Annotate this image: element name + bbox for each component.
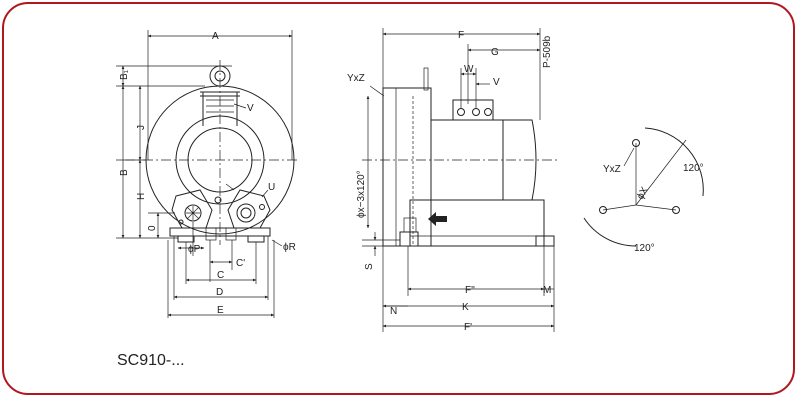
outlet-flange-outer <box>236 203 256 223</box>
flange-hole-left <box>599 206 607 214</box>
dim-H-label: H <box>136 193 147 200</box>
flange-yxz-label: YxZ <box>603 164 621 175</box>
base-plate <box>169 227 271 237</box>
side-view: F G W V P-509b YxZ ϕx−3x120° S F'' M K <box>347 28 560 333</box>
side-housing <box>382 87 432 247</box>
dim-S-label: S <box>364 263 375 270</box>
center-tab-right <box>225 227 237 241</box>
flange-yxz-leader <box>623 147 635 167</box>
flange-arc-upper <box>644 127 704 197</box>
leader-small <box>225 183 235 191</box>
foot-left <box>177 235 195 243</box>
outer-frame <box>2 2 795 395</box>
left-bolt <box>178 219 184 225</box>
dim-D-label: D <box>216 287 223 298</box>
flange-phi-line <box>635 139 687 206</box>
dim-R-label: ϕR <box>283 242 296 253</box>
dim-F1-label: F' <box>464 322 472 333</box>
dim-O-label: 0 <box>147 225 158 231</box>
reference-code: P-509b <box>542 35 553 68</box>
center-tab-left <box>205 227 217 241</box>
flange-hole-top <box>632 139 640 147</box>
dim-M-label: M <box>543 285 551 296</box>
inlet-port-left <box>171 189 213 229</box>
dim-F-label: F <box>458 30 464 41</box>
dim-V-label: V <box>247 103 254 114</box>
dim-A-label: A <box>212 31 219 42</box>
flange-view: YxZ 120° 120° ϕX <box>583 127 704 254</box>
dim-U-label: U <box>268 182 275 193</box>
outlet-flange-inner <box>240 207 252 219</box>
dim-C2-label: C' <box>236 258 245 269</box>
leader-U <box>261 189 269 198</box>
dim-W-label: W <box>464 64 474 75</box>
motor-end-cap <box>503 119 537 201</box>
leader-R <box>271 239 283 247</box>
dim-B-label: B <box>119 169 130 176</box>
dim-J-label: J <box>136 125 147 130</box>
dim-K-label: K <box>462 302 469 313</box>
dim-C-label: C <box>217 270 224 281</box>
inlet-star <box>186 206 200 220</box>
leader-yxz-side <box>369 85 385 97</box>
flange-spoke-2 <box>602 204 637 211</box>
motor-base <box>409 199 545 247</box>
dim-N-label: N <box>390 306 397 317</box>
dim-G-label: G <box>491 47 499 58</box>
foot-right <box>247 235 265 243</box>
inlet-flange <box>184 204 202 222</box>
dim-phi-label: ϕx−3x120° <box>356 170 367 218</box>
dim-E-label: E <box>217 305 224 316</box>
foot-left-block <box>403 217 417 233</box>
flange-phi-label: ϕX <box>635 185 651 201</box>
foot-left-side <box>399 231 419 247</box>
foot-right-side <box>535 235 555 247</box>
terminal-screw-3 <box>484 108 492 116</box>
flange-angle-top: 120° <box>683 163 704 174</box>
side-bolt <box>259 204 265 210</box>
flange-angle-bottom: 120° <box>634 243 655 254</box>
leader-V <box>233 103 247 109</box>
yxz-label-side: YxZ <box>347 73 365 84</box>
top-port <box>200 91 240 126</box>
model-designation: SC910-... <box>117 352 185 369</box>
terminal-screw-1 <box>457 108 465 116</box>
center-bolt <box>214 196 222 204</box>
dim-P-label: ϕP <box>188 244 201 255</box>
terminal-screw-2 <box>472 108 480 116</box>
top-rod <box>423 67 429 91</box>
dim-V-side-label: V <box>493 77 500 88</box>
dim-F2-label: F'' <box>465 285 475 296</box>
flange-hole-right <box>672 206 680 214</box>
air-flow-arrow <box>428 212 447 226</box>
dim-B1-label: B₁ <box>119 69 130 80</box>
flange-spoke-3 <box>635 204 677 211</box>
flange-arc-lower <box>583 217 637 247</box>
front-view: A B₁ B J H 0 V U ϕP C' C <box>116 30 300 318</box>
terminal-box <box>452 99 494 121</box>
